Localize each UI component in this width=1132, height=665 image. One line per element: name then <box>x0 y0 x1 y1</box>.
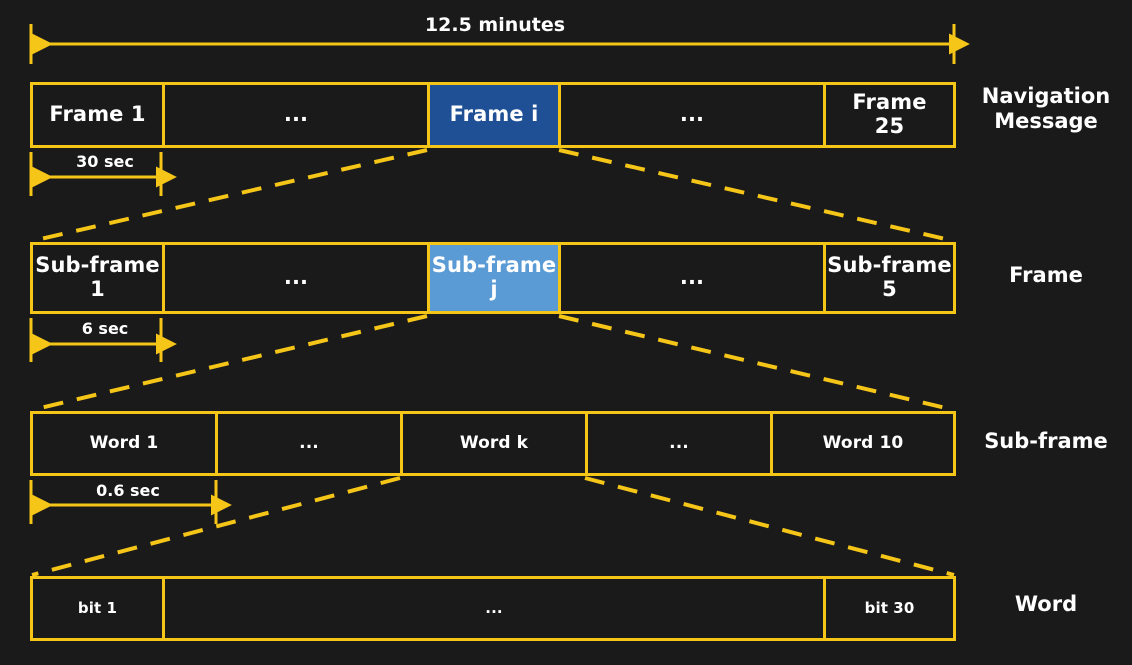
cell-frame-1[interactable]: Frame 1 <box>33 85 165 145</box>
dimension-label-frame-duration: 30 sec <box>76 152 134 171</box>
cell-frame-25[interactable]: Frame 25 <box>826 85 953 145</box>
cell-subframes-ellipsis-left[interactable]: ... <box>165 245 430 311</box>
cell-frame-i[interactable]: Frame i <box>430 85 561 145</box>
cell-subframes-ellipsis-left-label: ... <box>283 265 309 290</box>
cell-words-ellipsis-left[interactable]: ... <box>218 414 403 473</box>
band-label-word: Word <box>1014 592 1078 616</box>
cell-word-k-label: Word k <box>459 432 529 453</box>
word-band: bit 1 ... bit 30 <box>30 576 956 641</box>
cell-words-ellipsis-left-label: ... <box>299 432 319 453</box>
navigation-message-band: Frame 1 ... Frame i ... Frame 25 <box>30 82 956 148</box>
cell-bit-30[interactable]: bit 30 <box>826 579 953 638</box>
cell-frame-i-label: Frame i <box>449 102 539 127</box>
frame-band: Sub-frame 1 ... Sub-frame j ... Sub-fram… <box>30 242 956 314</box>
cell-bit-30-label: bit 30 <box>864 599 915 618</box>
cell-bits-ellipsis-label: ... <box>485 599 503 618</box>
band-label-frame: Frame <box>1009 263 1083 287</box>
dimension-label-word-duration: 0.6 sec <box>96 481 160 500</box>
cell-words-ellipsis-right[interactable]: ... <box>588 414 773 473</box>
cell-frame-1-label: Frame 1 <box>49 102 146 127</box>
band-label-subframe: Sub-frame <box>984 429 1108 453</box>
cell-frames-ellipsis-right[interactable]: ... <box>561 85 826 145</box>
cell-subframe-j-label: Sub-frame j <box>431 253 557 301</box>
dimension-label-subframe-duration: 6 sec <box>81 319 129 338</box>
cell-subframe-1-label: Sub-frame 1 <box>35 253 160 301</box>
cell-subframe-5[interactable]: Sub-frame 5 <box>826 245 953 311</box>
cell-words-ellipsis-right-label: ... <box>669 432 689 453</box>
cell-subframes-ellipsis-right-label: ... <box>679 265 705 290</box>
cell-frames-ellipsis-right-label: ... <box>679 102 705 127</box>
cell-word-k[interactable]: Word k <box>403 414 588 473</box>
cell-bit-1-label: bit 1 <box>77 599 118 618</box>
cell-frames-ellipsis-left[interactable]: ... <box>165 85 430 145</box>
cell-bits-ellipsis[interactable]: ... <box>165 579 826 638</box>
cell-word-10-label: Word 10 <box>822 432 904 453</box>
cell-subframe-1[interactable]: Sub-frame 1 <box>33 245 165 311</box>
cell-word-10[interactable]: Word 10 <box>773 414 953 473</box>
cell-word-1-label: Word 1 <box>89 432 159 453</box>
cell-subframe-j[interactable]: Sub-frame j <box>430 245 561 311</box>
cell-frames-ellipsis-left-label: ... <box>283 102 309 127</box>
cell-frame-25-label: Frame 25 <box>852 90 927 138</box>
cell-bit-1[interactable]: bit 1 <box>33 579 165 638</box>
connector-frame-i-to-frame <box>31 148 955 243</box>
cell-subframes-ellipsis-right[interactable]: ... <box>561 245 826 311</box>
band-label-navigation-message: Navigation Message <box>981 84 1111 133</box>
cell-subframe-5-label: Sub-frame 5 <box>827 253 952 301</box>
dimension-label-total-duration: 12.5 minutes <box>424 14 566 36</box>
cell-word-1[interactable]: Word 1 <box>33 414 218 473</box>
subframe-band: Word 1 ... Word k ... Word 10 <box>30 411 956 476</box>
connector-subframe-j-to-subframe <box>31 314 955 412</box>
